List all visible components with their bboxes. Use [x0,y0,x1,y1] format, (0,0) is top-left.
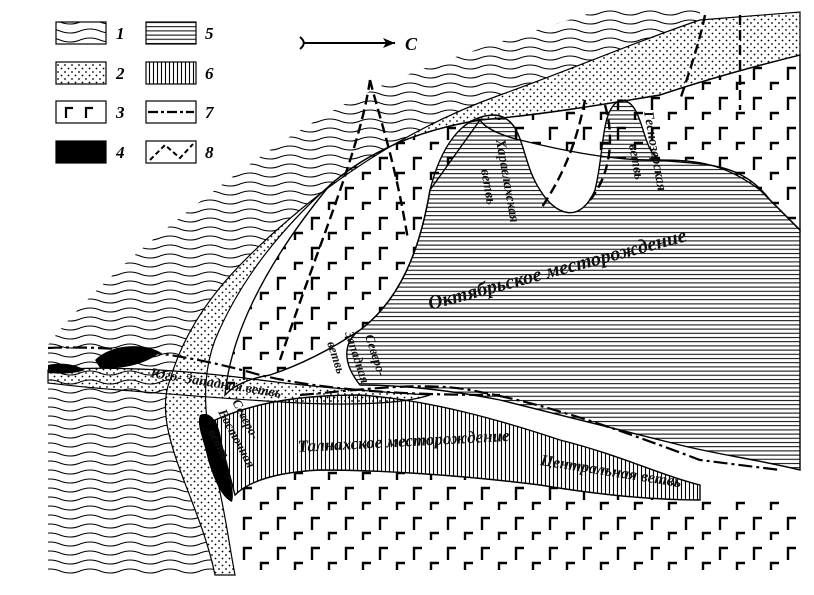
north-arrow-label: С [405,34,418,54]
legend-basalt-glyph-a [64,106,73,118]
legend-num-3: 3 [115,103,125,122]
legend-num-2: 2 [115,64,125,83]
legend-swatch-1 [55,21,107,45]
legend-basalt-glyph-b [84,106,93,118]
legend-swatch-8 [145,140,197,164]
unit-1-area [48,10,700,575]
label-hlebozerskaya-2: ветвь [625,143,646,181]
legend-swatch-6 [145,61,197,85]
legend-num-5: 5 [205,24,214,43]
unit-3-south [235,470,800,575]
legend-swatch-3 [55,100,107,124]
intrusion-outline-3 [678,14,742,110]
intrusion-outline-1 [278,79,410,361]
unit-2-south-strip [47,367,431,405]
legend-num-1: 1 [116,24,125,43]
legend-num-6: 6 [205,64,214,83]
legend-swatch-5 [145,21,197,45]
unit-3-middle [224,119,482,397]
legend-num-4: 4 [115,143,125,162]
intrusion-outline-2 [539,99,612,211]
unit-4-body-west [48,363,85,374]
label-severo-zapadnaya-3: ветвь [324,339,349,375]
fault-line-1 [47,346,501,397]
legend-dashed-line [149,143,194,161]
north-arrow-head-icon [383,38,395,48]
legend-num-7: 7 [205,103,215,122]
legend-swatch-4 [55,140,107,164]
legend-num-8: 8 [205,143,214,162]
fault-line-2 [299,385,781,472]
unit-4-body-ne [198,414,233,502]
unit-5-oktyabrskoe [346,99,801,471]
label-kharaelakhskaya-2: ветвь [477,168,498,206]
north-arrow: С [299,34,418,54]
legend-swatch-2 [55,61,107,85]
legend: 1 2 3 4 5 6 7 8 [55,21,215,164]
